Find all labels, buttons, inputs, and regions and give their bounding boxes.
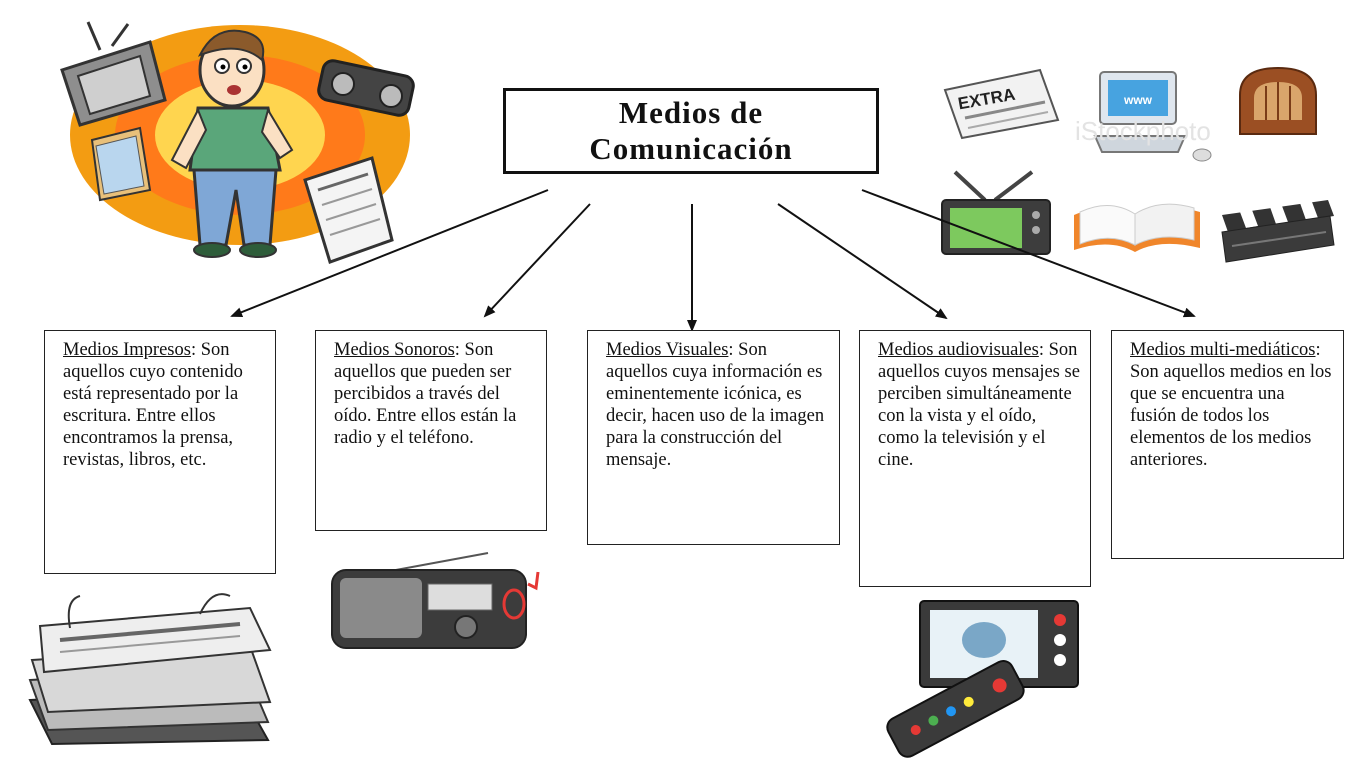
box-medios-impresos: Medios Impresos: Son aquellos cuyo conte… xyxy=(44,330,276,574)
category-text: Son aquellos medios en los que se encuen… xyxy=(1130,362,1332,470)
category-title: Medios Sonoros xyxy=(334,340,455,360)
box-medios-audiovisuales: Medios audiovisuales: Son aquellos cuyos… xyxy=(859,330,1091,587)
old-tv-icon xyxy=(60,21,167,127)
newspaper-sheet-icon xyxy=(303,156,394,264)
title-line-1: Medios de xyxy=(618,95,764,130)
category-title: Medios Impresos xyxy=(63,340,191,360)
category-title: Medios Visuales xyxy=(606,340,729,360)
title-line-2: Comunicación xyxy=(589,131,793,166)
extra-newspaper-icon: EXTRA xyxy=(943,68,1060,140)
category-title: Medios multi-mediáticos xyxy=(1130,340,1316,360)
clapperboard-icon xyxy=(1221,200,1335,263)
box-medios-sonoros: Medios Sonoros: Son aquellos que pueden … xyxy=(315,330,547,531)
box-medios-visuales: Medios Visuales: Son aquellos cuya infor… xyxy=(587,330,840,545)
flying-book-icon xyxy=(90,126,152,202)
arrow-to-impresos xyxy=(230,189,549,317)
boombox-icon xyxy=(317,59,415,117)
media-icons-grid: EXTRA www iStockphoto xyxy=(941,66,1335,263)
portable-radio-icon xyxy=(331,552,540,649)
vintage-radio-icon xyxy=(1239,66,1317,135)
cartoon-boy-illustration xyxy=(60,21,415,264)
tv-and-remote-icon xyxy=(886,600,1079,758)
main-title-box: Medios de Comunicación xyxy=(503,88,879,174)
green-tv-icon xyxy=(941,170,1051,255)
watermark-text: iStockphoto xyxy=(1075,116,1211,146)
newspaper-stack-icon xyxy=(28,593,272,746)
box-medios-multimediaticos: Medios multi-mediáticos: Son aquellos me… xyxy=(1111,330,1344,559)
category-text: Son aquellos que pueden ser percibidos a… xyxy=(334,340,517,448)
arrow-to-sonoros xyxy=(483,203,591,318)
category-title: Medios audiovisuales xyxy=(878,340,1039,360)
connector-arrows xyxy=(230,189,1196,332)
arrow-to-audiovisuales xyxy=(777,203,948,320)
arrow-to-multimediaticos xyxy=(861,189,1196,318)
category-text: Son aquellos cuyo contenido está represe… xyxy=(63,340,243,470)
boy-figure xyxy=(170,29,294,258)
computer-icon: www xyxy=(1093,71,1212,162)
category-text: Son aquellos cuyos mensajes se perciben … xyxy=(878,340,1080,470)
category-text: Son aquellos cuya información es eminent… xyxy=(606,340,825,470)
screen-www-text: www xyxy=(1123,93,1153,107)
open-book-icon xyxy=(1074,203,1200,252)
